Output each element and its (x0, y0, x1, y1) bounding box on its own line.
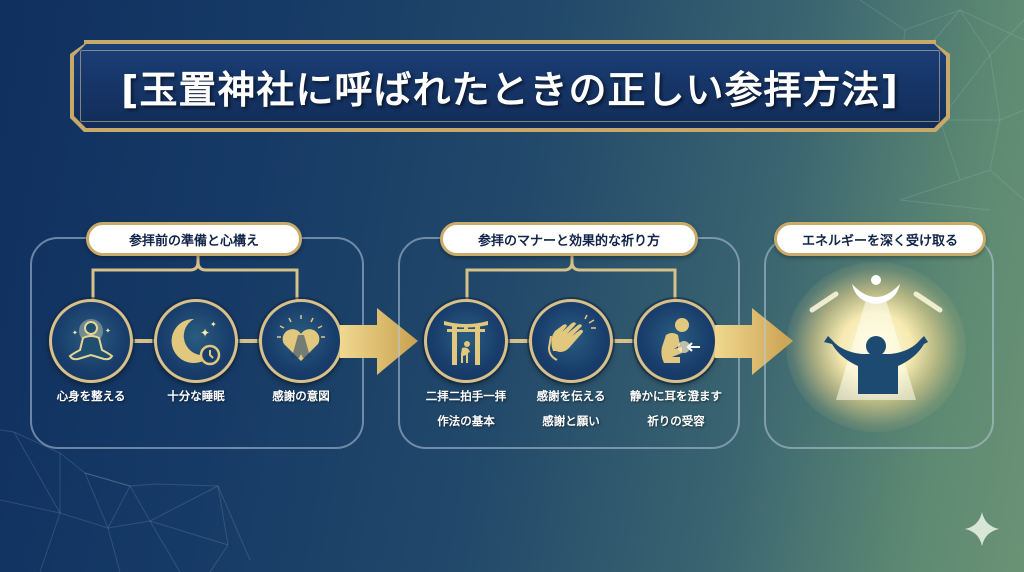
node-connector (500, 339, 540, 343)
torii-bow-icon (444, 321, 488, 365)
node-label: 感謝と願い (542, 414, 600, 428)
svg-text:✦: ✦ (200, 326, 210, 340)
receiving-energy-icon (809, 275, 943, 400)
listening-person-icon (661, 318, 700, 363)
node-listening (634, 299, 718, 383)
node-label: 静かに耳を澄ます (630, 389, 722, 403)
section-label-preparation: 参拝前の準備と心構え (86, 222, 302, 256)
node-label: 心身を整える (56, 389, 126, 403)
svg-text:✦: ✦ (210, 320, 217, 329)
praying-hands-heart-icon (277, 315, 325, 361)
node-connector (606, 339, 646, 343)
svg-text:✦: ✦ (72, 329, 78, 337)
title-banner: [玉置神社に呼ばれたときの正しい参拝方法] (70, 40, 950, 132)
meditation-icon: ✦ ✦ (68, 319, 114, 361)
node-gratitude (259, 299, 343, 383)
flow-arrow (340, 308, 418, 375)
section-label-energy: エネルギーを深く受け取る (774, 222, 986, 256)
node-connector (130, 339, 170, 343)
node-sleep: ✦ ✦ (154, 299, 238, 383)
node-connector (230, 339, 270, 343)
flow-arrow (715, 308, 793, 375)
node-clapping (529, 299, 613, 383)
node-mind-body: ✦ ✦ (49, 299, 133, 383)
page-title: [玉置神社に呼ばれたときの正しい参拝方法] (121, 67, 899, 112)
node-label: 十分な睡眠 (167, 389, 225, 403)
node-label: 感謝を伝える (536, 389, 606, 403)
node-bowing (424, 299, 508, 383)
svg-text:✦: ✦ (105, 327, 111, 335)
section-label-manners: 参拝のマナーと効果的な祈り方 (440, 222, 698, 256)
sparkle-icon (965, 512, 999, 546)
node-label: 祈りの受容 (647, 414, 705, 428)
node-label: 感謝の意図 (272, 389, 330, 403)
node-label: 作法の基本 (437, 414, 495, 428)
clapping-hands-icon (547, 314, 596, 361)
node-label: 二拝二拍手一拝 (425, 389, 507, 403)
moon-clock-icon: ✦ ✦ (171, 318, 221, 366)
